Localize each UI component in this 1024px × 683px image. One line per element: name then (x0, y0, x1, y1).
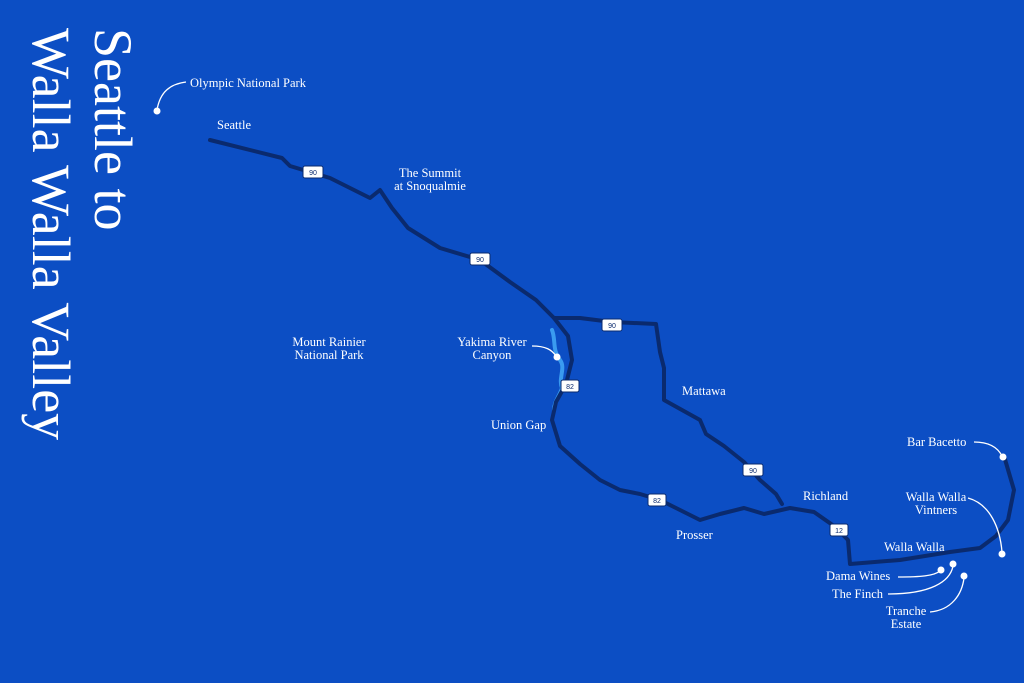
bar-bacetto-marker (973, 441, 1007, 461)
interstate-shield-90-4: 90 (742, 463, 764, 477)
dama-wines-marker (897, 566, 945, 578)
label-mattawa: Mattawa (682, 384, 726, 398)
svg-text:82: 82 (653, 498, 661, 505)
label-the-finch: The Finch (832, 587, 884, 601)
label-union-gap: Union Gap (491, 418, 547, 432)
label-seattle: Seattle (217, 118, 252, 132)
route-i90-west (208, 138, 784, 506)
label-bar-bacetto: Bar Bacetto (907, 435, 967, 449)
svg-text:90: 90 (749, 468, 757, 475)
interstate-shield-90-1: 90 (302, 165, 324, 179)
yakima-canyon-marker (531, 345, 561, 361)
us-route-shield-12: 12 (829, 523, 849, 537)
interstate-shield-90-3: 90 (601, 318, 623, 332)
svg-text:90: 90 (309, 170, 317, 177)
interstate-shield-82-2: 82 (647, 493, 667, 507)
label-olympic-national-park: Olympic National Park (190, 76, 306, 90)
interstate-shield-82-1: 82 (560, 379, 580, 393)
tranche-estate-marker (929, 572, 968, 613)
route-i82 (550, 316, 1016, 566)
svg-text:82: 82 (566, 384, 574, 391)
interstate-shield-90-2: 90 (469, 252, 491, 266)
svg-text:12: 12 (835, 528, 843, 535)
the-finch-marker (887, 560, 957, 595)
walla-walla-vintners-marker (967, 497, 1006, 558)
svg-text:90: 90 (476, 257, 484, 264)
olympic-marker (153, 81, 187, 115)
label-prosser: Prosser (676, 528, 713, 542)
label-richland: Richland (803, 489, 849, 503)
label-dama-wines: Dama Wines (826, 569, 891, 583)
label-walla-walla: Walla Walla (884, 540, 945, 554)
svg-text:90: 90 (608, 323, 616, 330)
